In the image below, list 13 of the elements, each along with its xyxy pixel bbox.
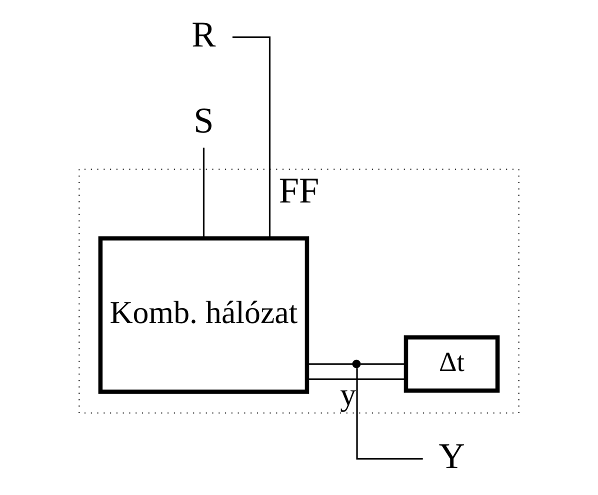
node-text: Y (438, 436, 465, 476)
edge-label: y (340, 376, 356, 412)
node-box: Δt (404, 334, 500, 392)
connector (307, 378, 406, 380)
connector (307, 362, 353, 364)
connector (360, 362, 406, 364)
connector (356, 368, 423, 460)
connector (232, 36, 271, 238)
node-text: S (194, 100, 214, 140)
node-circle (352, 359, 361, 368)
node-box: Komb. hálózat (98, 236, 310, 394)
connector (202, 147, 205, 238)
node-text: R (192, 14, 216, 54)
